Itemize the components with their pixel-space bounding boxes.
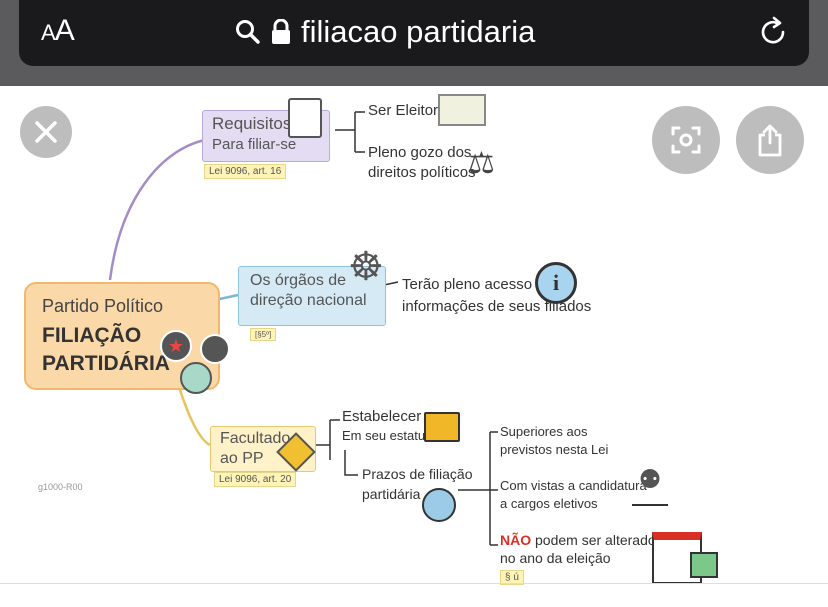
browser-toolbar: AA filiacao partidaria (0, 0, 828, 86)
scales-icon: ⚖ (468, 147, 495, 180)
ser-eleitor: Ser Eleitor (368, 102, 439, 119)
ship-wheel-icon: ☸ (348, 245, 384, 289)
text-size-button[interactable]: AA (41, 14, 75, 47)
nao-sublabel: no ano da eleição (500, 550, 611, 566)
center-title: Partido Político (42, 296, 164, 316)
ballot-box-icon (690, 552, 718, 578)
search-icon (236, 20, 260, 44)
address-field[interactable]: filiacao partidaria (235, 14, 535, 50)
voter-card-icon (438, 94, 486, 126)
orgaos-sublabel: direção nacional (250, 292, 367, 309)
orgaos-law: [§5º] (250, 328, 277, 341)
center-heading-2: PARTIDÁRIA (42, 352, 170, 375)
star-badge-icon: ★ (160, 330, 192, 362)
checklist-icon (288, 98, 322, 138)
facultado-sublabel: ao PP (220, 450, 264, 467)
prazos-label: Prazos de filiação (362, 466, 473, 482)
orgaos-label: Os órgãos de (250, 272, 347, 289)
mindmap-connectors (108, 111, 498, 546)
share-button[interactable] (736, 106, 804, 174)
superiores-label: Superiores aos (500, 424, 588, 439)
close-button[interactable] (20, 106, 72, 158)
handshake-badge-icon (200, 334, 230, 364)
com-vistas-label: Com vistas a candidatura (500, 478, 647, 493)
lens-button[interactable] (652, 106, 720, 174)
share-icon (758, 124, 782, 157)
com-vistas-sublabel: a cargos eletivos (500, 496, 598, 511)
superiores-sublabel: previstos nesta Lei (500, 442, 609, 457)
estabelecer-label: Estabelecer (342, 408, 422, 425)
person-badge-icon (180, 362, 212, 394)
url-text: filiacao partidaria (301, 14, 536, 49)
center-heading-1: FILIAÇÃO (42, 324, 142, 347)
url-bar[interactable]: AA filiacao partidaria (19, 0, 809, 66)
requisitos-sublabel: Para filiar-se (212, 136, 297, 153)
terao-line1: Terão pleno acesso às (402, 276, 553, 293)
prazos-sublabel: partidária (362, 486, 421, 502)
nao-label: NÃO podem ser alterados (500, 532, 663, 548)
image-viewer: Partido Político FILIAÇÃO PARTIDÁRIA ★ R… (0, 86, 828, 585)
info-icon: i (535, 262, 577, 304)
lock-icon (272, 19, 290, 44)
close-icon (35, 121, 57, 143)
nao-law: § ú (500, 570, 524, 585)
watermark: g1000-R00 (38, 482, 83, 492)
reload-icon[interactable] (755, 14, 791, 50)
pleno-gozo-2: direitos políticos (368, 164, 476, 181)
terao-line2: informações de seus filiados (402, 298, 592, 315)
orgaos-node (238, 266, 386, 326)
requisitos-label: Requisitos (212, 114, 292, 133)
clock-hand-icon (422, 488, 456, 522)
pleno-gozo-1: Pleno gozo dos (368, 144, 472, 161)
estabelecer-sublabel: Em seu estatuto (342, 428, 436, 443)
candidate-podium-icon: ⚉ (632, 464, 668, 506)
book-icon (424, 412, 460, 442)
divider (0, 583, 828, 584)
lens-icon (671, 126, 701, 154)
facultado-label: Facultado (220, 430, 291, 447)
facultado-law: Lei 9096, art. 20 (214, 472, 297, 487)
requisitos-law: Lei 9096, art. 16 (204, 164, 287, 179)
